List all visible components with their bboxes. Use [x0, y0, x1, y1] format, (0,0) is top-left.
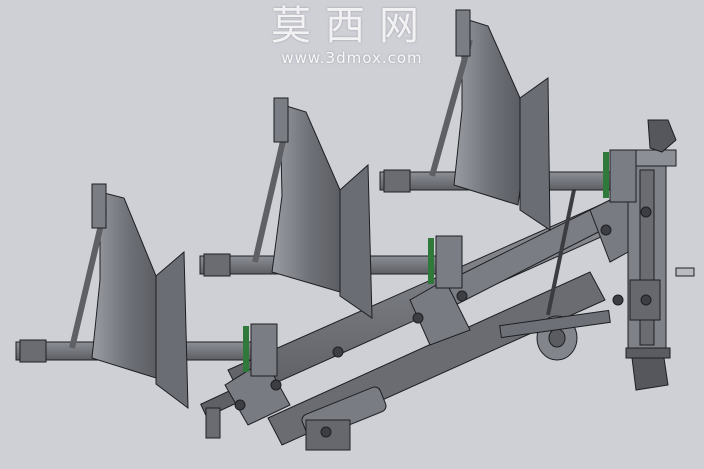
tower-bolt-2 — [640, 294, 652, 306]
hitch-tower — [619, 119, 695, 391]
lower-link-hook — [631, 357, 669, 391]
shank-1-clamp — [19, 339, 47, 363]
share-1 — [155, 250, 189, 410]
stay-rod-2 — [252, 127, 289, 263]
stay-rod-1 — [69, 211, 107, 349]
plow-bottom-3 — [379, 9, 637, 231]
green-bolts-1 — [243, 323, 278, 377]
share-2 — [339, 163, 373, 319]
tower-bolt-1 — [640, 206, 652, 218]
adjusting-rod — [546, 184, 577, 316]
shank-2-clamp — [203, 253, 231, 277]
top-link-hook — [647, 119, 677, 153]
share-3 — [519, 77, 551, 231]
gauge-arm — [499, 309, 611, 339]
green-bolts-3 — [603, 149, 637, 203]
gauge-wheel-assembly — [499, 184, 611, 361]
shank-3-clamp — [383, 169, 411, 193]
stay-rod-3 — [429, 39, 473, 177]
gauge-wheel-hub — [548, 328, 566, 348]
stay-bracket-3 — [455, 9, 471, 57]
stay-bracket-2 — [273, 97, 289, 143]
hydraulic-fitting — [675, 267, 695, 277]
stay-bracket-1 — [91, 183, 107, 229]
green-bolts-2 — [428, 235, 463, 289]
frame-end-plate-2 — [205, 407, 221, 439]
plow-bottom-1 — [15, 183, 278, 410]
cylinder-pivot — [320, 426, 332, 438]
hydraulic-cylinder — [301, 386, 387, 451]
tower-lower-pin — [625, 347, 671, 359]
frame-gusset-2 — [409, 279, 471, 346]
frame-bolts — [234, 224, 624, 411]
plow-bottom-2 — [199, 97, 463, 319]
